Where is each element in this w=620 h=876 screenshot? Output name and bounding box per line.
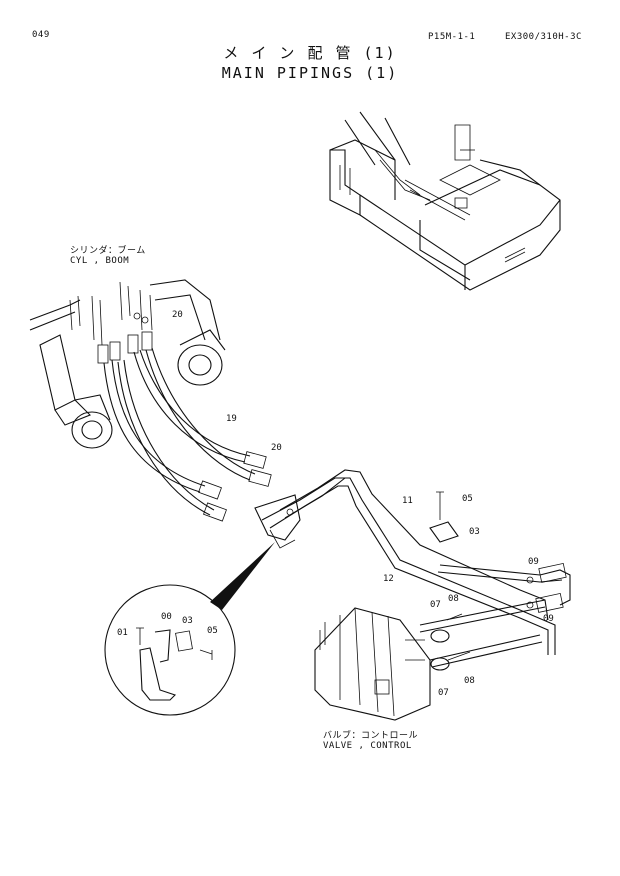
callout-08-upper: 08 (448, 594, 459, 604)
detail-callout-03: 03 (182, 616, 193, 626)
detail-callout-01: 01 (117, 628, 128, 638)
hoses (103, 347, 272, 522)
doc-code: P15M-1-1 (428, 32, 476, 42)
callout-19: 19 (226, 414, 237, 424)
callout-09-upper: 09 (528, 557, 539, 567)
cylinder-label-jp: シリンダ：ブーム (70, 246, 146, 256)
callout-07-lower: 07 (438, 688, 449, 698)
title-english: MAIN PIPINGS (1) (221, 64, 399, 82)
callout-03: 03 (469, 527, 480, 537)
callout-05: 05 (462, 494, 473, 504)
callout-20-lower: 20 (271, 443, 282, 453)
title-japanese: メ イ ン 配 管 (1) (223, 44, 397, 62)
callout-08-lower: 08 (464, 676, 475, 686)
valve-label-jp: バルブ：コントロール (323, 731, 419, 741)
model-code: EX300/310H-3C (505, 32, 582, 42)
detail-pointer (210, 542, 275, 610)
cylinder-label-en: CYL , BOOM (70, 256, 130, 266)
valve-label-en: VALVE , CONTROL (323, 741, 412, 751)
detail-callout-00: 00 (161, 612, 172, 622)
callout-11: 11 (402, 496, 413, 506)
detail-view (104, 584, 236, 716)
callout-07-upper: 07 (430, 600, 441, 610)
page-number: 049 (32, 30, 50, 40)
boom-cylinders (29, 279, 226, 449)
pipes (254, 469, 571, 668)
callout-20-upper: 20 (172, 310, 183, 320)
excavator-overview (329, 111, 561, 291)
detail-callout-05: 05 (207, 626, 218, 636)
control-valve (314, 607, 471, 721)
callout-09-lower: 09 (543, 614, 554, 624)
callout-12: 12 (383, 574, 394, 584)
